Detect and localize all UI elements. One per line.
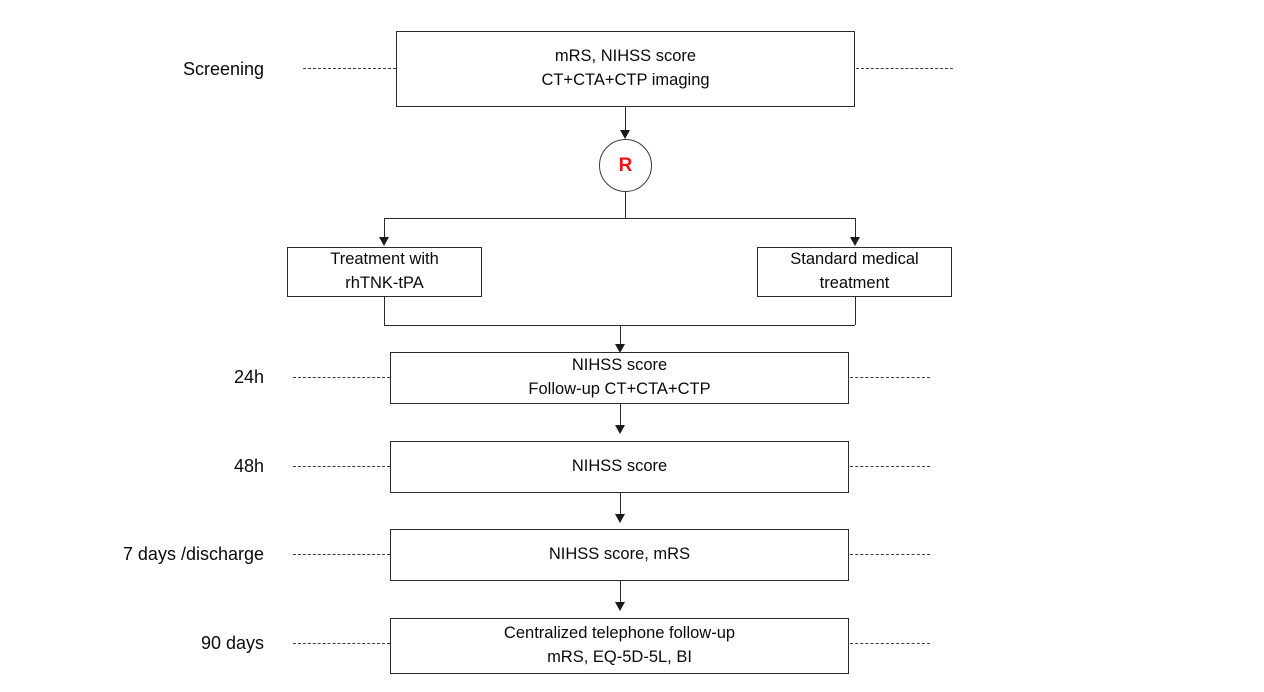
node-followup-7days-line1: NIHSS score, mRS — [548, 545, 691, 564]
node-followup-48h[interactable]: NIHSS score — [390, 441, 849, 493]
node-screening-line1: mRS, NIHSS score — [554, 47, 697, 66]
node-arm-intervention[interactable]: Treatment with rhTNK-tPA — [287, 247, 482, 297]
connector-control-arm-out — [855, 297, 856, 325]
arrowhead-24h-to-48h — [615, 425, 625, 434]
randomization-letter: R — [618, 154, 633, 176]
node-followup-90days-line1: Centralized telephone follow-up — [503, 624, 736, 643]
arrowhead-merge-to-24h — [615, 344, 625, 353]
node-arm-control[interactable]: Standard medical treatment — [757, 247, 952, 297]
timeline-dash-7days-left — [293, 554, 390, 555]
arrowhead-control-arm — [850, 237, 860, 246]
timeline-dash-screening-left — [303, 68, 396, 69]
connector-7days-to-90days — [620, 581, 621, 603]
stage-label-24h: 24h — [233, 367, 264, 387]
connector-to-intervention-arm — [384, 218, 385, 238]
timeline-dash-24h-left — [293, 377, 390, 378]
node-followup-24h[interactable]: NIHSS score Follow-up CT+CTA+CTP — [390, 352, 849, 404]
connector-merge-bus — [384, 325, 855, 326]
connector-merge-to-24h — [620, 325, 621, 345]
node-followup-48h-line1: NIHSS score — [571, 457, 668, 476]
node-followup-90days-line2: mRS, EQ-5D-5L, BI — [547, 648, 692, 666]
node-followup-90days[interactable]: Centralized telephone follow-up mRS, EQ-… — [390, 618, 849, 674]
stage-label-48h: 48h — [233, 456, 264, 476]
node-screening-line2: CT+CTA+CTP imaging — [541, 71, 710, 89]
node-followup-7days[interactable]: NIHSS score, mRS — [390, 529, 849, 581]
randomization-node[interactable]: R — [599, 139, 652, 192]
arrowhead-48h-to-7days — [615, 514, 625, 523]
connector-to-control-arm — [855, 218, 856, 238]
timeline-dash-48h-left — [293, 466, 390, 467]
node-arm-control-line2: treatment — [819, 274, 890, 292]
timeline-dash-48h-right — [850, 466, 930, 467]
arrowhead-screening-to-randomization — [620, 130, 630, 139]
stage-label-90days: 90 days — [200, 633, 264, 653]
stage-label-screening: Screening — [182, 59, 264, 79]
connector-24h-to-48h — [620, 404, 621, 426]
node-followup-24h-line2: Follow-up CT+CTA+CTP — [528, 380, 711, 398]
timeline-dash-90days-left — [293, 643, 390, 644]
timeline-dash-90days-right — [850, 643, 930, 644]
arrowhead-intervention-arm — [379, 237, 389, 246]
node-followup-24h-line1: NIHSS score — [571, 356, 668, 375]
connector-allocation-bus — [384, 218, 855, 219]
connector-48h-to-7days — [620, 493, 621, 515]
arrowhead-7days-to-90days — [615, 602, 625, 611]
timeline-dash-screening-right — [856, 68, 953, 69]
timeline-dash-7days-right — [850, 554, 930, 555]
node-arm-control-line1: Standard medical — [790, 250, 919, 269]
connector-screening-to-randomization — [625, 107, 626, 131]
node-arm-intervention-line1: Treatment with — [330, 250, 439, 269]
timeline-dash-24h-right — [850, 377, 930, 378]
node-arm-intervention-line2: rhTNK-tPA — [345, 274, 424, 292]
node-screening[interactable]: mRS, NIHSS score CT+CTA+CTP imaging — [396, 31, 855, 107]
stage-label-7days: 7 days /discharge — [122, 544, 264, 564]
connector-intervention-arm-out — [384, 297, 385, 325]
connector-randomization-stem — [625, 192, 626, 218]
